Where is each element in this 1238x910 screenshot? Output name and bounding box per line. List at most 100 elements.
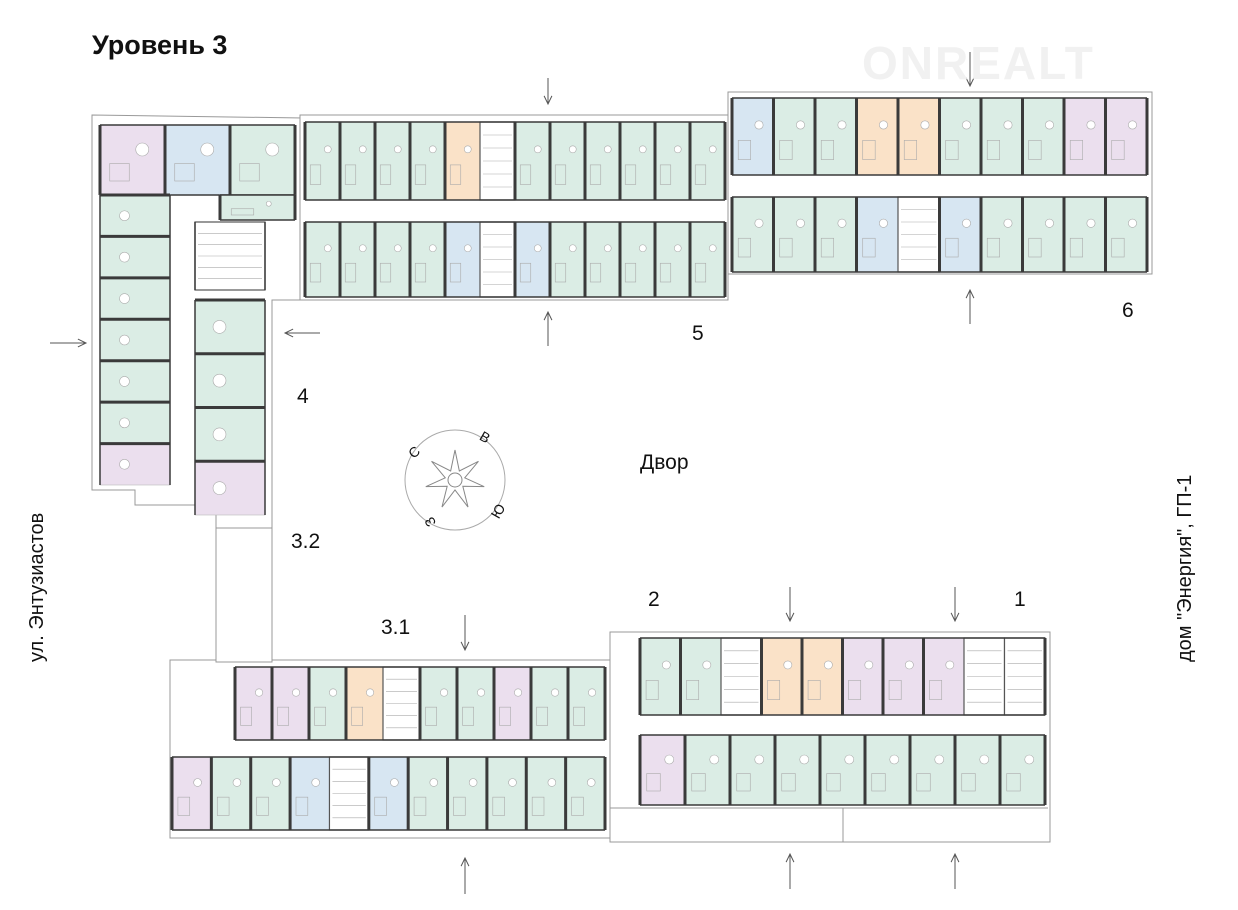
bathroom: [589, 164, 602, 185]
bathroom: [945, 140, 959, 160]
apartment-fill: [939, 196, 982, 273]
apartment-unit: [1021, 196, 1065, 273]
apartment-fill: [99, 194, 171, 237]
compass-east-label: В: [477, 428, 493, 447]
table-icon: [1003, 120, 1013, 130]
table-icon: [673, 244, 682, 253]
apartment-fill: [345, 666, 384, 741]
table-icon: [358, 244, 367, 253]
bathroom: [888, 680, 902, 700]
table-icon: [428, 244, 437, 253]
bathroom: [344, 262, 357, 283]
apartment-fill: [980, 196, 1023, 273]
apartment-fill: [619, 221, 656, 298]
bathroom: [820, 237, 834, 258]
apartment-fill: [211, 756, 252, 831]
table-icon: [799, 754, 810, 765]
table-icon: [212, 481, 227, 495]
table-icon: [638, 145, 647, 154]
table-icon: [1045, 218, 1054, 228]
apartment-unit: [492, 666, 532, 741]
bathroom: [1028, 237, 1042, 258]
table-icon: [533, 145, 542, 154]
apartment-fill: [954, 734, 1001, 806]
apartment-fill: [250, 756, 291, 831]
bathroom: [736, 773, 751, 792]
table-icon: [603, 244, 612, 253]
apartment-fill: [856, 196, 899, 273]
table-icon: [664, 754, 675, 765]
table-icon: [754, 218, 764, 228]
bathroom: [519, 164, 532, 185]
bathroom: [826, 773, 841, 792]
apartment-unit: [194, 459, 266, 516]
bathroom: [624, 164, 637, 185]
apartment-fill: [99, 443, 171, 486]
table-icon: [119, 334, 130, 346]
apartment-unit: [99, 359, 171, 403]
apartment-fill: [486, 756, 527, 831]
apartment-unit: [953, 734, 1001, 806]
table-icon: [702, 660, 712, 670]
apartment-unit: [288, 756, 330, 831]
apartment-fill: [99, 277, 171, 320]
apartment-unit: [772, 196, 816, 273]
table-icon: [200, 142, 215, 157]
bathroom: [916, 773, 931, 792]
apartment-fill: [549, 221, 586, 298]
apartment-fill: [773, 97, 816, 176]
apartment-fill: [514, 121, 551, 201]
table-icon: [508, 778, 517, 787]
bathroom: [986, 140, 1000, 160]
apartment-fill: [729, 734, 776, 806]
table-icon: [638, 244, 647, 253]
entrance-arrow-icon: [543, 310, 553, 346]
bathroom: [554, 262, 567, 283]
apartment-fill: [339, 221, 376, 298]
apartment-fill: [374, 121, 411, 201]
bathroom: [862, 140, 876, 160]
apartment-fill: [980, 97, 1023, 176]
table-icon: [119, 417, 130, 429]
apartment-unit: [638, 637, 681, 716]
apartment-unit: [730, 97, 774, 176]
apartment-fill: [493, 666, 532, 741]
table-icon: [979, 754, 990, 765]
apartment-fill: [856, 97, 899, 176]
bathroom: [986, 237, 1000, 258]
apartment-fill: [194, 353, 266, 408]
apartment-unit: [653, 121, 691, 201]
apartment-fill: [444, 221, 481, 298]
compass-center: [447, 472, 463, 488]
table-icon: [393, 244, 402, 253]
bathroom: [659, 262, 672, 283]
apartment-unit: [99, 234, 171, 279]
apartment-fill: [229, 124, 296, 196]
apartment-unit: [760, 637, 803, 716]
arrow-head: [283, 328, 294, 338]
apartment-unit: [688, 121, 726, 201]
table-icon: [945, 660, 955, 670]
bathroom: [177, 796, 191, 816]
table-icon: [272, 778, 281, 787]
table-icon: [323, 145, 332, 154]
table-icon: [135, 142, 150, 157]
table-icon: [904, 660, 914, 670]
apartment-unit: [653, 221, 691, 298]
compass-star: [425, 449, 485, 508]
arrow-head: [785, 612, 795, 623]
apartment-unit: [1062, 196, 1106, 273]
street-label: ул. Энтузиастов: [26, 512, 48, 662]
table-icon: [463, 145, 472, 154]
apartment-fill: [897, 97, 940, 176]
apartment-unit: [566, 666, 606, 741]
apartment-unit: [908, 734, 956, 806]
apartment-unit: [228, 124, 296, 196]
apartment-unit: [443, 121, 481, 201]
bathroom: [453, 796, 466, 816]
apartment-unit: [583, 121, 621, 201]
table-icon: [796, 120, 805, 130]
apartment-unit: [485, 756, 527, 831]
apartment-fill: [194, 407, 266, 462]
